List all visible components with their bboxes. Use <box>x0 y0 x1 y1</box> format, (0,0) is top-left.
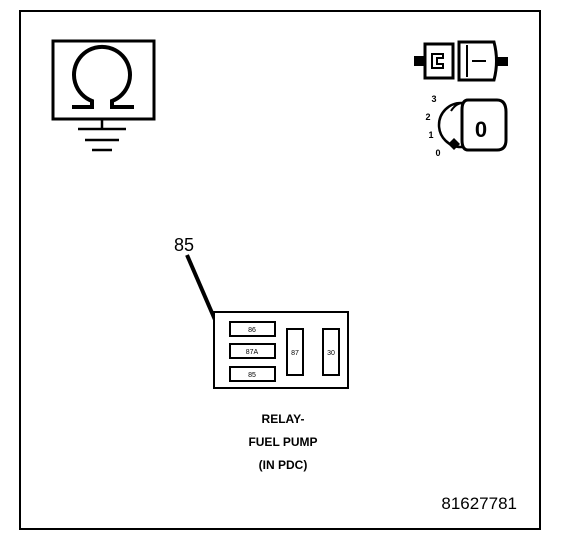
terminal-87 <box>286 328 304 376</box>
ignition-position-2: 2 <box>425 112 430 122</box>
callout-number: 85 <box>174 235 194 255</box>
ignition-key-label: 0 <box>475 117 487 142</box>
figure-number: 81627781 <box>441 494 517 513</box>
terminal-86-label: 86 <box>248 327 256 334</box>
terminal-85 <box>229 366 276 382</box>
component-label-line-2: FUEL PUMP <box>248 435 317 449</box>
diagram-border <box>19 10 541 530</box>
component-label-line-1: RELAY- <box>262 412 305 426</box>
terminal-86 <box>229 321 276 337</box>
terminal-87a <box>229 343 276 359</box>
terminal-87-label: 87 <box>291 350 299 357</box>
ignition-position-1: 1 <box>428 130 433 140</box>
ground-symbol-icon <box>78 127 126 152</box>
terminal-30 <box>322 328 340 376</box>
fuel-pump-relay: 86 87A 85 87 30 <box>213 311 349 389</box>
ignition-position-3: 3 <box>431 94 436 104</box>
terminal-30-label: 30 <box>327 350 335 357</box>
terminal-85-label: 85 <box>248 372 256 379</box>
ohmmeter-icon <box>51 39 156 129</box>
ignition-switch-icon: 0 3 2 1 0 <box>425 94 508 158</box>
connector-disconnected-icon <box>414 40 508 82</box>
component-label-line-3: (IN PDC) <box>259 458 308 472</box>
ignition-position-0: 0 <box>435 148 440 158</box>
terminal-87a-label: 87A <box>246 349 259 356</box>
